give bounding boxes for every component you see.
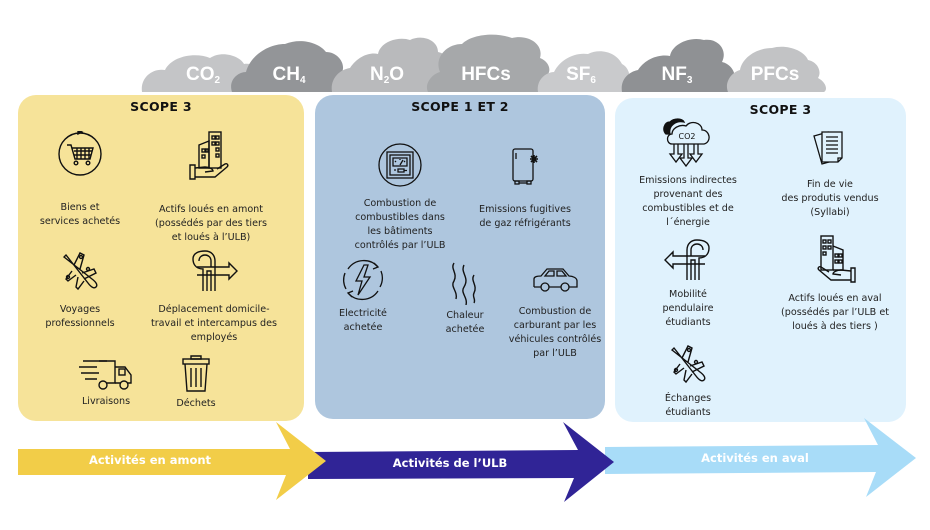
car-icon bbox=[533, 268, 578, 292]
gas-label-pfcs: PFCs bbox=[750, 64, 800, 85]
item-label: Livraisons bbox=[81, 396, 131, 407]
item-label: Actifs loués en amont (possédés par des … bbox=[155, 204, 267, 243]
item-label: Fin de vie des produtis vendus (Syllabi) bbox=[781, 179, 879, 218]
gas-label-n2o: N2O bbox=[369, 64, 405, 86]
item-label: Chaleur achetée bbox=[445, 310, 485, 335]
gauge-meter-icon bbox=[378, 143, 422, 187]
item-building-fuel-combustion: Combustion de combustibles dans les bâti… bbox=[345, 143, 455, 253]
item-label: Déplacement domicile- travail et interca… bbox=[150, 304, 278, 343]
co2-cloud-icon: CO2 bbox=[663, 118, 710, 168]
arrow-label-downstream: Activités en aval bbox=[701, 451, 809, 465]
item-fugitive-emissions: Emissions fugitives de gaz réfrigérants bbox=[465, 147, 585, 231]
svg-text:CO2: CO2 bbox=[679, 132, 696, 141]
greenhouse-gases-clouds: CO2 CH4 N2O HFCs SF6 NF3 PFCs bbox=[0, 0, 930, 100]
cloud-ch4-icon bbox=[231, 41, 353, 92]
commute-route-icon bbox=[664, 239, 710, 280]
electricity-cycle-icon bbox=[343, 259, 383, 301]
building-in-hand-icon bbox=[817, 235, 856, 283]
item-label: Combustion de carburant par les véhicule… bbox=[508, 306, 602, 359]
airplane-icon bbox=[62, 252, 98, 291]
item-label: Mobilité pendulaire étudiants bbox=[662, 289, 714, 328]
cloud-hfcs-icon bbox=[426, 34, 550, 92]
item-student-commuting: Mobilité pendulaire étudiants bbox=[643, 238, 733, 330]
item-purchased-heat: Chaleur achetée bbox=[425, 261, 505, 337]
arrow-label-ulb: Activités de l’ULB bbox=[392, 456, 508, 470]
scope-title: SCOPE 3 bbox=[749, 102, 812, 117]
gas-label-hfcs: HFCs bbox=[461, 64, 511, 85]
item-upstream-leased-assets: Actifs loués en amont (possédés par des … bbox=[136, 129, 286, 245]
item-label: Voyages professionnels bbox=[45, 304, 115, 329]
airplane-icon bbox=[670, 345, 706, 384]
item-label: Actifs loués en aval (possédés par l’ULB… bbox=[781, 293, 889, 332]
item-student-exchanges: Échanges étudiants bbox=[643, 342, 733, 420]
item-purchased-goods: Biens et services achetés bbox=[30, 131, 130, 229]
panel-downstream-scope3: SCOPE 3 CO2 Emissions indirectes provena… bbox=[615, 98, 906, 422]
refrigerator-icon bbox=[512, 148, 538, 185]
arrow-label-upstream: Activités en amont bbox=[88, 453, 212, 467]
item-end-of-life-products: Fin de vie des produtis vendus (Syllabi) bbox=[765, 128, 895, 220]
item-label: Emissions indirectes provenant des combu… bbox=[639, 175, 737, 228]
item-label: Combustion de combustibles dans les bâti… bbox=[354, 198, 446, 251]
item-business-travel: Voyages professionnels bbox=[30, 249, 130, 331]
panel-ulb-scope1-2: SCOPE 1 ET 2 Combustion de combustibles … bbox=[315, 95, 605, 419]
delivery-truck-icon bbox=[79, 360, 132, 390]
cloud-pfcs-icon bbox=[726, 46, 826, 92]
item-employee-commuting: Déplacement domicile- travail et interca… bbox=[134, 249, 294, 345]
item-vehicle-fuel-combustion: Combustion de carburant par les véhicule… bbox=[505, 265, 605, 361]
gas-label-ch4: CH4 bbox=[272, 64, 306, 86]
cloud-nf3-icon bbox=[621, 38, 737, 92]
heat-waves-icon bbox=[452, 262, 476, 305]
item-waste: Déchets bbox=[156, 353, 236, 411]
item-label: Emissions fugitives de gaz réfrigérants bbox=[479, 204, 571, 229]
item-downstream-leased-assets: Actifs loués en aval (possédés par l’ULB… bbox=[765, 234, 905, 334]
item-purchased-electricity: Electricité achetée bbox=[323, 257, 403, 335]
shopping-cart-cycle-icon bbox=[58, 131, 102, 176]
cloud-sf6-icon bbox=[537, 51, 630, 92]
item-indirect-fuel-energy-emissions: CO2 Emissions indirectes provenant des c… bbox=[623, 118, 753, 230]
scope-title: SCOPE 1 ET 2 bbox=[411, 99, 509, 114]
item-label: Electricité achetée bbox=[339, 308, 387, 333]
cloud-n2o-icon bbox=[331, 37, 454, 92]
item-label: Échanges étudiants bbox=[664, 393, 712, 418]
gas-label-sf6: SF6 bbox=[566, 64, 596, 86]
commute-route-icon bbox=[192, 250, 238, 291]
item-label: Biens et services achetés bbox=[39, 202, 121, 227]
item-label: Déchets bbox=[176, 398, 216, 409]
building-in-hand-icon bbox=[189, 131, 229, 180]
item-deliveries: Livraisons bbox=[66, 357, 146, 409]
trash-bin-icon bbox=[182, 355, 210, 392]
gas-label-co2: CO2 bbox=[185, 64, 221, 86]
gas-label-nf3: NF3 bbox=[661, 64, 693, 86]
panel-upstream-scope3: SCOPE 3 Biens et services achetés Actifs… bbox=[18, 95, 304, 421]
clouds-graphic bbox=[141, 34, 826, 92]
scope-title: SCOPE 3 bbox=[130, 99, 192, 114]
documents-icon bbox=[813, 131, 843, 165]
